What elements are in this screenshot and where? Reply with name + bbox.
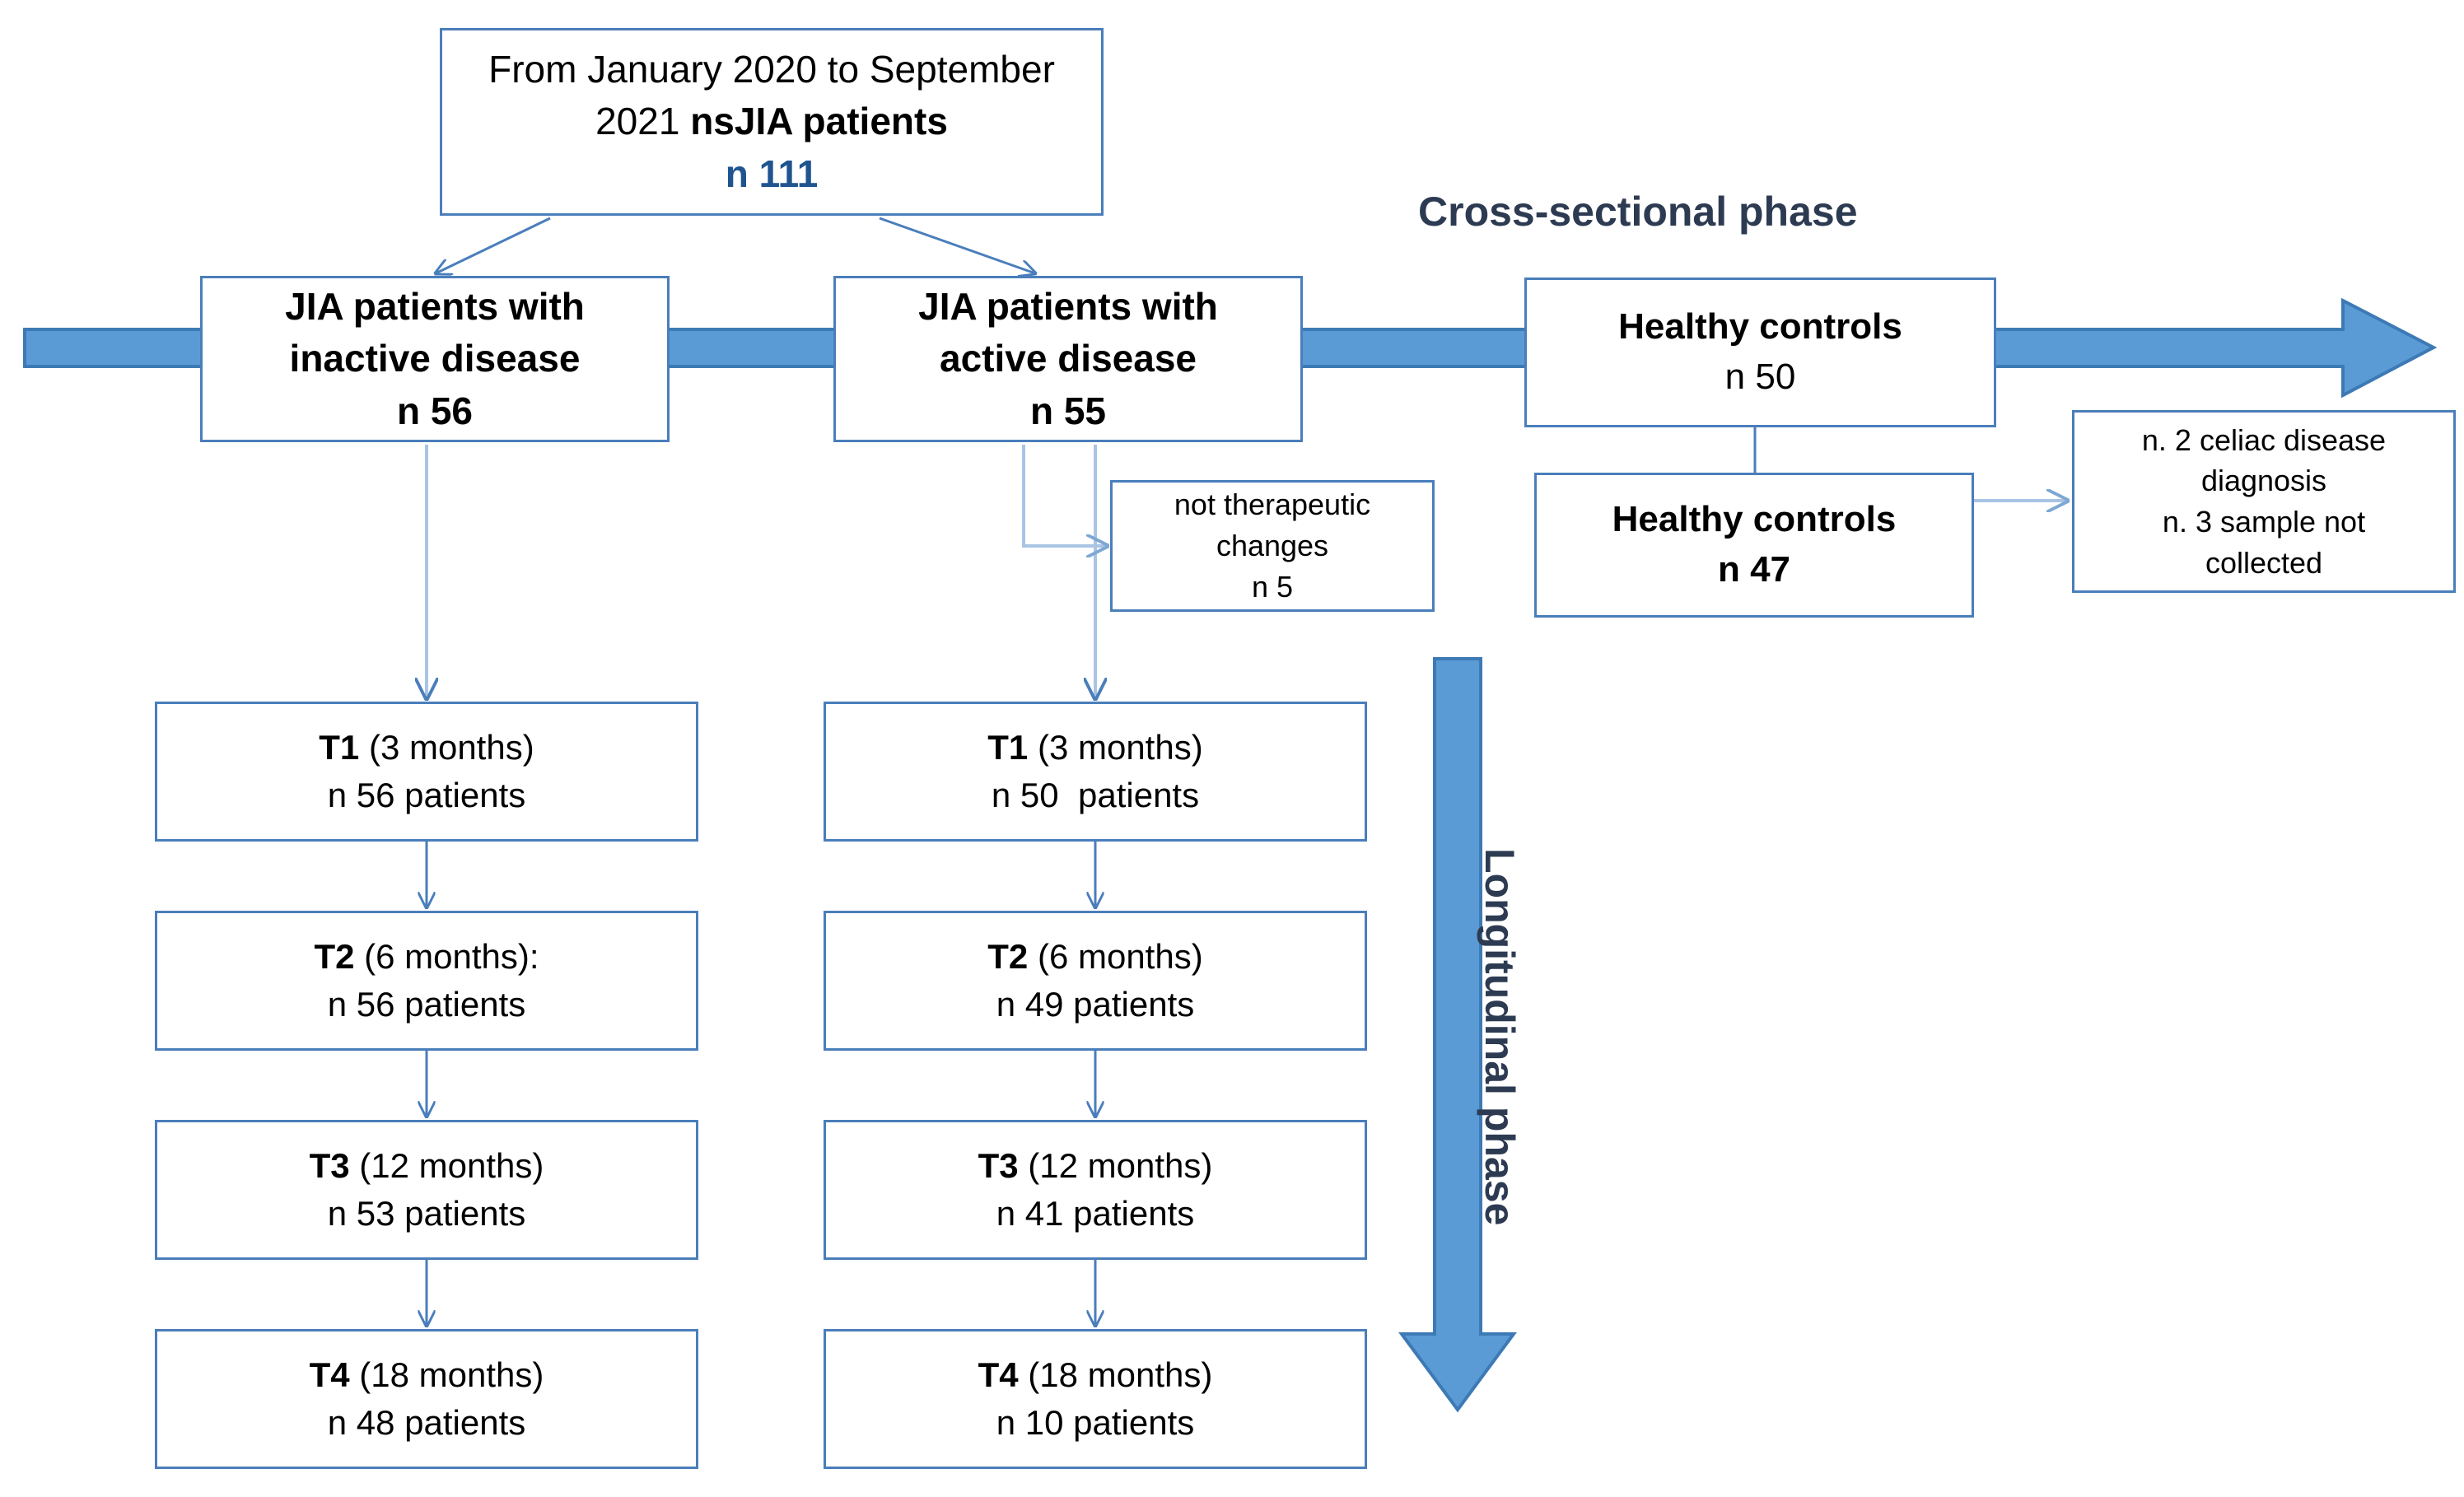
- jia-active-disease-box: JIA patients with active disease n 55: [833, 276, 1303, 442]
- healthy-controls-47-label: Healthy controls: [1612, 499, 1897, 540]
- jia-inactive-disease-box: JIA patients with inactive disease n 56: [200, 276, 670, 442]
- active-arm-timepoint-t3: T3 (12 months) n 41 patients: [824, 1120, 1367, 1260]
- no-therapeutic-changes-line-1: not therapeutic: [1174, 487, 1371, 522]
- active-line-2: active disease: [939, 337, 1197, 380]
- excluded-line-3: n. 3 sample not: [2162, 505, 2366, 539]
- excluded-controls-box: n. 2 celiac disease diagnosis n. 3 sampl…: [2072, 410, 2456, 593]
- excluded-line-4: collected: [2205, 545, 2323, 580]
- excluded-line-1: n. 2 celiac disease: [2141, 422, 2387, 457]
- no-therapeutic-changes-line-2: changes: [1216, 529, 1329, 563]
- timepoint-heading: T4 (18 months): [978, 1351, 1213, 1399]
- longitudinal-phase-title: Longitudinal phase: [1477, 848, 1523, 1226]
- timepoint-heading: T2 (6 months): [987, 933, 1202, 981]
- timepoint-count: n 49 patients: [996, 985, 1195, 1024]
- inactive-arm-timepoint-t3: T3 (12 months) n 53 patients: [155, 1120, 698, 1260]
- healthy-controls-47-count: n 47: [1717, 549, 1791, 590]
- source-cohort-box: From January 2020 to September 2021 nsJI…: [440, 28, 1104, 216]
- inactive-line-2: inactive disease: [289, 337, 581, 380]
- timepoint-period: (12 months): [1018, 1146, 1213, 1186]
- inactive-arm-timepoint-t4: T4 (18 months) n 48 patients: [155, 1329, 698, 1469]
- timepoint-code: T4: [978, 1355, 1019, 1395]
- excluded-line-2: diagnosis: [2200, 464, 2327, 498]
- timepoint-period: (6 months):: [354, 937, 539, 977]
- active-arm-timepoint-t1: T1 (3 months) n 50 patients: [824, 702, 1367, 842]
- timepoint-count: n 53 patients: [327, 1194, 526, 1233]
- healthy-controls-50-label: Healthy controls: [1618, 306, 1902, 347]
- timepoint-period: (3 months): [1028, 728, 1203, 767]
- active-line-1: JIA patients with: [918, 284, 1218, 328]
- timepoint-code: T1: [987, 728, 1029, 767]
- timepoint-heading: T3 (12 months): [310, 1142, 544, 1190]
- timepoint-count: n 50 patients: [991, 776, 1200, 814]
- active-count: n 55: [1029, 389, 1107, 432]
- cross-sectional-phase-title: Cross-sectional phase: [1418, 189, 1858, 235]
- healthy-controls-50-box: Healthy controls n 50: [1524, 277, 1996, 427]
- timepoint-heading: T1 (3 months): [987, 724, 1202, 772]
- timepoint-count: n 41 patients: [996, 1194, 1195, 1233]
- timepoint-heading: T2 (6 months):: [314, 933, 539, 981]
- timepoint-count: n 48 patients: [327, 1403, 526, 1442]
- no-therapeutic-changes-count: n 5: [1251, 569, 1294, 604]
- inactive-count: n 56: [396, 389, 474, 432]
- active-arm-timepoint-t4: T4 (18 months) n 10 patients: [824, 1329, 1367, 1469]
- no-therapeutic-changes-box: not therapeutic changes n 5: [1110, 480, 1435, 612]
- healthy-controls-50-count: n 50: [1724, 357, 1796, 397]
- source-line-1: From January 2020 to September: [488, 47, 1055, 91]
- timepoint-count: n 10 patients: [996, 1403, 1195, 1442]
- timepoint-heading: T4 (18 months): [310, 1351, 544, 1399]
- timepoint-code: T1: [319, 728, 360, 767]
- timepoint-period: (18 months): [349, 1355, 544, 1395]
- source-line-2: 2021 nsJIA patients: [595, 96, 948, 147]
- timepoint-code: T4: [309, 1355, 350, 1395]
- inactive-arm-timepoint-t1: T1 (3 months) n 56 patients: [155, 702, 698, 842]
- timepoint-code: T3: [978, 1146, 1019, 1186]
- inactive-line-1: JIA patients with: [285, 284, 585, 328]
- timepoint-count: n 56 patients: [327, 985, 526, 1024]
- timepoint-period: (3 months): [359, 728, 534, 767]
- healthy-controls-47-box: Healthy controls n 47: [1534, 473, 1974, 618]
- timepoint-heading: T1 (3 months): [319, 724, 534, 772]
- timepoint-period: (18 months): [1018, 1355, 1213, 1395]
- timepoint-code: T2: [314, 937, 355, 977]
- timepoint-period: (6 months): [1028, 937, 1203, 977]
- source-line-2-bold: nsJIA patients: [690, 100, 948, 143]
- timepoint-count: n 56 patients: [327, 776, 526, 814]
- timepoint-heading: T3 (12 months): [978, 1142, 1213, 1190]
- source-line-2-plain: 2021: [595, 100, 691, 143]
- timepoint-code: T2: [987, 937, 1029, 977]
- timepoint-code: T3: [309, 1146, 350, 1186]
- source-count: n 111: [725, 152, 819, 195]
- active-arm-timepoint-t2: T2 (6 months) n 49 patients: [824, 911, 1367, 1051]
- timepoint-period: (12 months): [349, 1146, 544, 1186]
- inactive-arm-timepoint-t2: T2 (6 months): n 56 patients: [155, 911, 698, 1051]
